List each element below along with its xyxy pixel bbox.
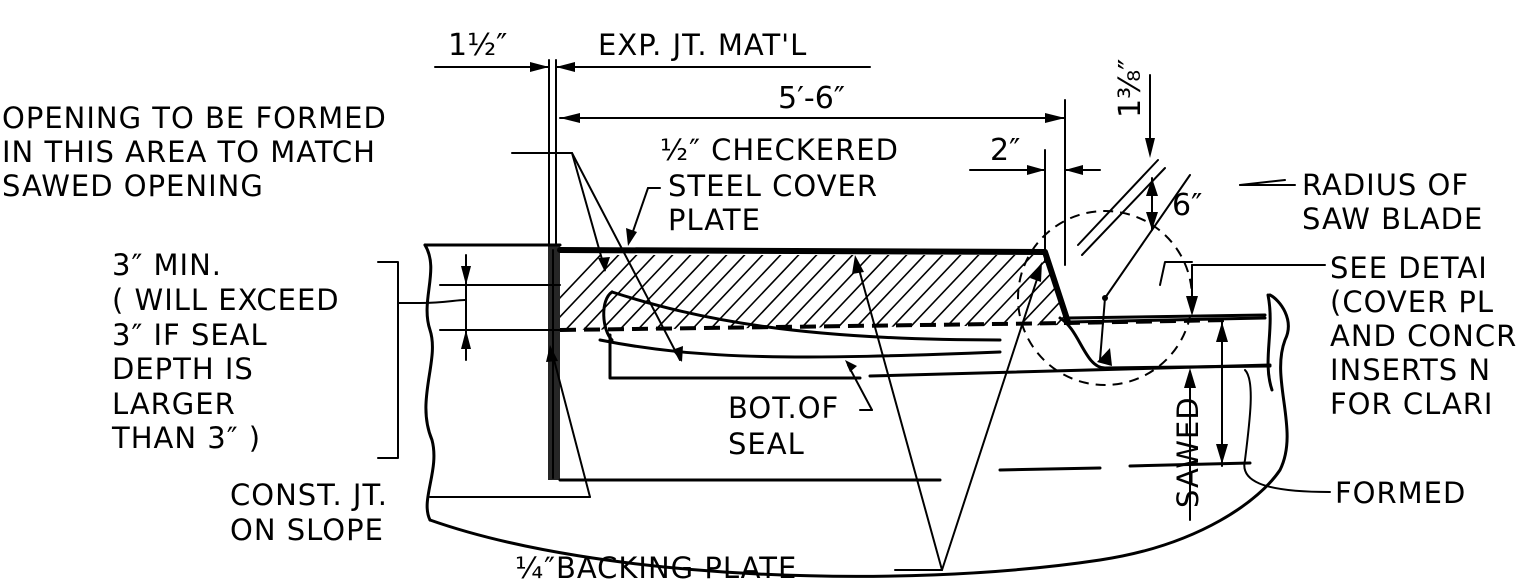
- hatch-line: [717, 255, 809, 330]
- hatch-line: [560, 255, 611, 330]
- checkered-line-2: STEEL COVER: [668, 169, 878, 203]
- hatch-line: [789, 255, 881, 330]
- hatch-line: [771, 255, 863, 330]
- hatch-line: [1059, 255, 1068, 330]
- see-detail-note: SEE DETAI (COVER PL AND CONCR INSERTS N …: [1186, 251, 1517, 421]
- concrete-outline: [423, 243, 1290, 578]
- backing-label: ¼″BACKING PLATE: [515, 551, 797, 579]
- hatch-line: [897, 255, 989, 330]
- opening-line-2: IN THIS AREA TO MATCH: [2, 135, 376, 169]
- checkered-plate-note: ½″ CHECKERED STEEL COVER PLATE: [626, 133, 899, 246]
- min-depth-note: 3″ MIN. ( WILL EXCEED 3″ IF SEAL DEPTH I…: [111, 248, 561, 459]
- bottom-of-seal-note: BOT.OF SEAL: [728, 360, 873, 461]
- opening-line-1: OPENING TO BE FORMED: [2, 101, 387, 135]
- min-line-2: ( WILL EXCEED: [112, 283, 340, 317]
- dim-2-label: 2″: [990, 133, 1020, 168]
- const-line-1: CONST. JT.: [230, 478, 388, 512]
- opening-line-3: SAWED OPENING: [2, 169, 264, 203]
- min-line-6: THAN 3″ ): [111, 421, 261, 455]
- hatch-line: [1041, 255, 1068, 330]
- dim-1-5-label: 1½″: [448, 28, 507, 63]
- dim-6-label: 6″: [1172, 188, 1202, 223]
- hatch-line: [825, 255, 917, 330]
- expansion-joint-material: [548, 59, 560, 480]
- checkered-line-3: PLATE: [668, 203, 761, 237]
- hatch-line: [663, 255, 755, 330]
- detail-line-2: (COVER PL: [1330, 285, 1494, 319]
- detail-line-3: AND CONCR: [1330, 319, 1517, 353]
- radius-line-2: SAW BLADE: [1302, 202, 1483, 236]
- const-jt-note: CONST. JT. ON SLOPE: [230, 345, 591, 547]
- min-line-3: 3″ IF SEAL: [112, 318, 268, 352]
- radius-pointer: [1239, 179, 1286, 186]
- dim-5-6-label: 5′-6″: [778, 81, 845, 116]
- detail-line-1: SEE DETAI: [1330, 251, 1488, 285]
- bot-line-1: BOT.OF: [728, 391, 839, 425]
- min-line-5: LARGER: [112, 387, 236, 421]
- backing-plate-note: ¼″BACKING PLATE: [515, 255, 1042, 579]
- opening-note: OPENING TO BE FORMED IN THIS AREA TO MAT…: [2, 101, 683, 362]
- dim-1-3-8-label: 1⅜″: [1113, 59, 1148, 118]
- dimension-1-5: 1½″: [434, 28, 591, 72]
- cover-plate: [557, 245, 1267, 340]
- hatch-line: [573, 255, 665, 330]
- hatch-line: [807, 255, 899, 330]
- detail-line-4: INSERTS N: [1330, 353, 1491, 387]
- hatch-line: [560, 255, 647, 330]
- detail-notch: [1159, 261, 1193, 286]
- formed-label: FORMED: [1335, 476, 1466, 510]
- slab-lines: [558, 333, 1272, 482]
- dimension-6: 6″: [1146, 177, 1202, 231]
- min-line-1: 3″ MIN.: [112, 248, 222, 282]
- hatch-line: [560, 255, 629, 330]
- hatch-line: [627, 255, 719, 330]
- hatch-line: [1023, 255, 1068, 330]
- dimension-2: 2″: [969, 133, 1101, 175]
- radius-line-1: RADIUS OF: [1302, 168, 1469, 202]
- hatch-line: [1078, 245, 1168, 340]
- checkered-line-1: ½″ CHECKERED: [660, 133, 899, 167]
- sawed-formed-dims: SAWED FORMED: [1171, 319, 1466, 521]
- hatch-line: [699, 255, 791, 330]
- hatch-line: [753, 255, 845, 330]
- hatch-line: [879, 255, 971, 330]
- const-line-2: ON SLOPE: [230, 513, 384, 547]
- exp-jt-label: EXP. JT. MAT'L: [598, 28, 807, 62]
- dimension-5-6: 5′-6″: [559, 81, 1066, 266]
- dimension-1-3-8: 1⅜″: [1077, 59, 1166, 256]
- radius-note: RADIUS OF SAW BLADE: [1239, 168, 1483, 236]
- hatch-line: [591, 255, 683, 330]
- bot-line-2: SEAL: [728, 427, 805, 461]
- hatch-line: [681, 255, 773, 330]
- sawed-label: SAWED: [1171, 396, 1205, 508]
- seal: [598, 290, 1002, 359]
- hatch-line: [1114, 245, 1204, 340]
- min-line-4: DEPTH IS: [112, 352, 254, 386]
- hatch-line: [609, 255, 701, 330]
- exp-jt-label-group: EXP. JT. MAT'L: [589, 28, 871, 68]
- detail-line-5: FOR CLARI: [1330, 387, 1494, 421]
